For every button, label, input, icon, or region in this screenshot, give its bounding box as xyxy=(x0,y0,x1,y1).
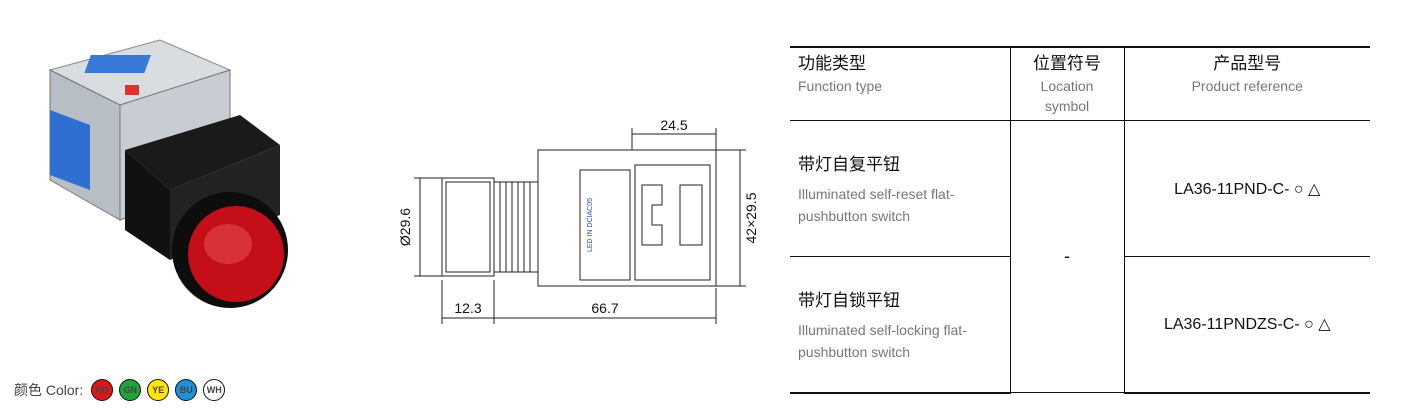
product-reference-cell: LA36-11PNDZS-C- ○ △ xyxy=(1124,256,1370,394)
color-options: 颜色 Color: RD GN YE BU WH xyxy=(14,376,226,404)
dimension-drawing: 24.5 Ø29.6 42×29.5 12.3 66.7 LED IN DCIA… xyxy=(397,117,759,324)
color-swatch-rd: RD xyxy=(91,379,114,401)
header-en: Product reference xyxy=(1191,78,1303,94)
function-cell: 带灯自复平钮 Illuminated self-reset flat-pushb… xyxy=(790,120,1010,257)
color-swatch-bu: BU xyxy=(175,379,198,401)
color-code: YE xyxy=(152,385,165,395)
product-photo xyxy=(48,39,288,308)
color-code: WH xyxy=(206,385,222,395)
function-cell: 带灯自锁平钮 Illuminated self-locking flat-pus… xyxy=(790,256,1010,394)
color-swatch-ye: YE xyxy=(147,379,170,401)
spec-table: 功能类型 Function type 位置符号 Location symbol … xyxy=(790,46,1370,394)
function-en: Illuminated self-locking flat-pushbutton… xyxy=(798,321,967,360)
color-code: RD xyxy=(95,385,109,395)
color-code: GN xyxy=(123,385,137,395)
dim-right-label: 42×29.5 xyxy=(743,192,759,243)
function-cn: 带灯自锁平钮 xyxy=(798,290,900,310)
header-cn: 功能类型 xyxy=(798,54,866,73)
table-row: 带灯自锁平钮 Illuminated self-locking flat-pus… xyxy=(790,256,1370,394)
function-cn: 带灯自复平钮 xyxy=(798,155,900,174)
color-swatch-gn: GN xyxy=(119,379,142,401)
header-function-type: 功能类型 Function type xyxy=(790,46,1010,121)
function-en: Illuminated self-reset flat-pushbutton s… xyxy=(798,186,955,224)
header-cn: 产品型号 xyxy=(1213,54,1282,73)
header-product-reference: 产品型号 Product reference xyxy=(1124,46,1370,121)
table-row: 带灯自复平钮 Illuminated self-reset flat-pushb… xyxy=(790,120,1370,393)
color-code: BU xyxy=(179,385,193,395)
header-en: Function type xyxy=(798,78,883,94)
dim-left-label: Ø29.6 xyxy=(397,208,413,246)
header-en: Location symbol xyxy=(1040,78,1094,114)
dim-bottom-left-label: 12.3 xyxy=(454,300,481,316)
header-location-symbol: 位置符号 Location symbol xyxy=(1009,46,1125,121)
location-symbol-cell: - xyxy=(1009,120,1125,393)
product-reference-cell: LA36-11PND-C- ○ △ xyxy=(1124,120,1370,257)
body-marking: LED IN DCIAC05 xyxy=(587,198,594,252)
color-label: 颜色 Color: xyxy=(14,382,84,398)
header-cn: 位置符号 xyxy=(1033,54,1101,73)
dim-bottom-label: 66.7 xyxy=(591,300,618,316)
color-swatch-wh: WH xyxy=(203,379,226,401)
table-header-row: 功能类型 Function type 位置符号 Location symbol … xyxy=(790,46,1370,121)
dim-top-label: 24.5 xyxy=(660,117,687,133)
